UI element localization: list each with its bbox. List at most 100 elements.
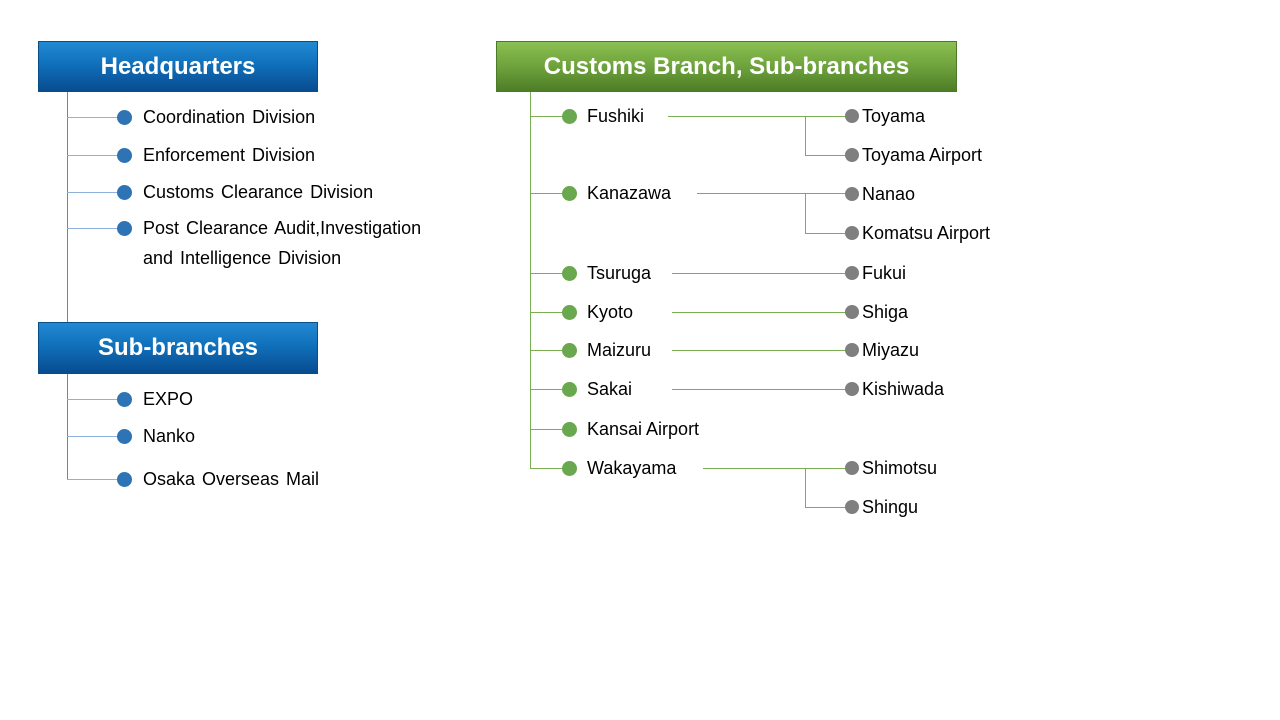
item-label: Tsuruga bbox=[587, 262, 652, 283]
bullet-icon bbox=[562, 108, 577, 124]
hq-item-post-clearance-audit: Post Clearance Audit,Investigation and I… bbox=[117, 213, 421, 273]
bullet-icon bbox=[845, 343, 859, 357]
connector-line bbox=[805, 507, 852, 509]
item-label: Coordination Division bbox=[143, 106, 316, 127]
subitem-miyazu: Miyazu bbox=[845, 338, 919, 362]
connector-line bbox=[530, 468, 566, 470]
item-label: Shingu bbox=[862, 496, 919, 517]
item-label: Customs Clearance Division bbox=[143, 181, 374, 202]
connector-line bbox=[530, 273, 566, 275]
item-label: Osaka Overseas Mail bbox=[143, 468, 320, 489]
bullet-icon bbox=[117, 184, 132, 200]
item-label: Shimotsu bbox=[862, 457, 938, 478]
bullet-icon bbox=[845, 148, 859, 162]
subitem-shiga: Shiga bbox=[845, 300, 908, 324]
connector-line bbox=[67, 117, 122, 119]
bullet-icon bbox=[845, 266, 859, 280]
connector-line bbox=[530, 116, 566, 118]
bullet-icon bbox=[117, 221, 132, 236]
connector-line bbox=[67, 399, 122, 401]
bullet-icon bbox=[845, 500, 859, 514]
item-label: Wakayama bbox=[587, 457, 677, 478]
subitem-komatsu-airport: Komatsu Airport bbox=[845, 221, 990, 245]
connector-line bbox=[530, 389, 566, 391]
connector-line bbox=[530, 350, 566, 352]
connector-line bbox=[805, 116, 807, 155]
item-label: Toyama Airport bbox=[862, 144, 983, 165]
bullet-icon bbox=[562, 460, 577, 476]
bullet-icon bbox=[562, 185, 577, 201]
subbranch-item-expo: EXPO bbox=[117, 387, 193, 411]
bullet-icon bbox=[117, 428, 132, 444]
subitem-nanao: Nanao bbox=[845, 182, 915, 206]
bullet-icon bbox=[845, 461, 859, 475]
bullet-icon bbox=[562, 421, 577, 437]
connector-line bbox=[67, 479, 122, 481]
subbranch-item-osaka-overseas-mail: Osaka Overseas Mail bbox=[117, 467, 319, 491]
hq-item-customs-clearance-division: Customs Clearance Division bbox=[117, 180, 373, 204]
connector-line bbox=[805, 155, 852, 157]
bullet-icon bbox=[562, 342, 577, 358]
item-label: Fushiki bbox=[587, 105, 645, 126]
branch-item-fushiki: Fushiki bbox=[562, 104, 644, 128]
bullet-icon bbox=[845, 187, 859, 201]
connector-line bbox=[67, 92, 69, 480]
sub-branches-title: Sub-branches bbox=[97, 334, 259, 361]
branch-item-kyoto: Kyoto bbox=[562, 300, 633, 324]
branch-item-tsuruga: Tsuruga bbox=[562, 261, 651, 285]
connector-line bbox=[530, 193, 566, 195]
bullet-icon bbox=[562, 381, 577, 397]
subitem-toyama-airport: Toyama Airport bbox=[845, 143, 982, 167]
subbranch-item-nanko: Nanko bbox=[117, 424, 195, 448]
connector-line bbox=[805, 468, 807, 507]
bullet-icon bbox=[845, 226, 859, 240]
bullet-icon bbox=[117, 391, 132, 407]
bullet-icon bbox=[845, 109, 859, 123]
connector-line bbox=[530, 312, 566, 314]
connector-line bbox=[672, 389, 852, 391]
headquarters-header: Headquarters bbox=[38, 41, 318, 92]
bullet-icon bbox=[117, 471, 132, 487]
connector-line bbox=[672, 273, 852, 275]
branch-item-maizuru: Maizuru bbox=[562, 338, 651, 362]
sub-branches-header: Sub-branches bbox=[38, 322, 318, 374]
item-label: Post Clearance Audit,Investigation and I… bbox=[143, 218, 422, 268]
branch-item-kansai-airport: Kansai Airport bbox=[562, 417, 699, 441]
connector-line bbox=[805, 233, 852, 235]
connector-line bbox=[67, 155, 122, 157]
branch-item-sakai: Sakai bbox=[562, 377, 632, 401]
item-label: Kishiwada bbox=[862, 378, 945, 399]
connector-line bbox=[67, 192, 122, 194]
bullet-icon bbox=[117, 109, 132, 125]
connector-line bbox=[672, 350, 852, 352]
connector-line bbox=[530, 429, 566, 431]
item-label: Sakai bbox=[587, 378, 633, 399]
subitem-shimotsu: Shimotsu bbox=[845, 456, 937, 480]
item-label: EXPO bbox=[143, 388, 194, 409]
item-label: Maizuru bbox=[587, 339, 652, 360]
branch-item-wakayama: Wakayama bbox=[562, 456, 676, 480]
connector-line bbox=[67, 436, 122, 438]
connector-line bbox=[67, 228, 122, 230]
bullet-icon bbox=[562, 265, 577, 281]
connector-line bbox=[672, 312, 852, 314]
subitem-toyama: Toyama bbox=[845, 104, 925, 128]
bullet-icon bbox=[845, 305, 859, 319]
connector-line bbox=[668, 116, 852, 118]
connector-line bbox=[703, 468, 852, 470]
hq-item-coordination-division: Coordination Division bbox=[117, 105, 315, 129]
hq-item-enforcement-division: Enforcement Division bbox=[117, 143, 315, 167]
item-label: Shiga bbox=[862, 301, 909, 322]
bullet-icon bbox=[117, 147, 132, 163]
subitem-kishiwada: Kishiwada bbox=[845, 377, 944, 401]
headquarters-title: Headquarters bbox=[100, 52, 256, 80]
item-label: Kanazawa bbox=[587, 182, 672, 203]
connector-line bbox=[697, 193, 852, 195]
customs-branch-header: Customs Branch, Sub-branches bbox=[496, 41, 957, 92]
item-label: Miyazu bbox=[862, 339, 920, 360]
customs-branch-title: Customs Branch, Sub-branches bbox=[543, 52, 910, 80]
subitem-fukui: Fukui bbox=[845, 261, 906, 285]
item-label: Kyoto bbox=[587, 301, 634, 322]
item-label: Nanko bbox=[143, 425, 196, 446]
